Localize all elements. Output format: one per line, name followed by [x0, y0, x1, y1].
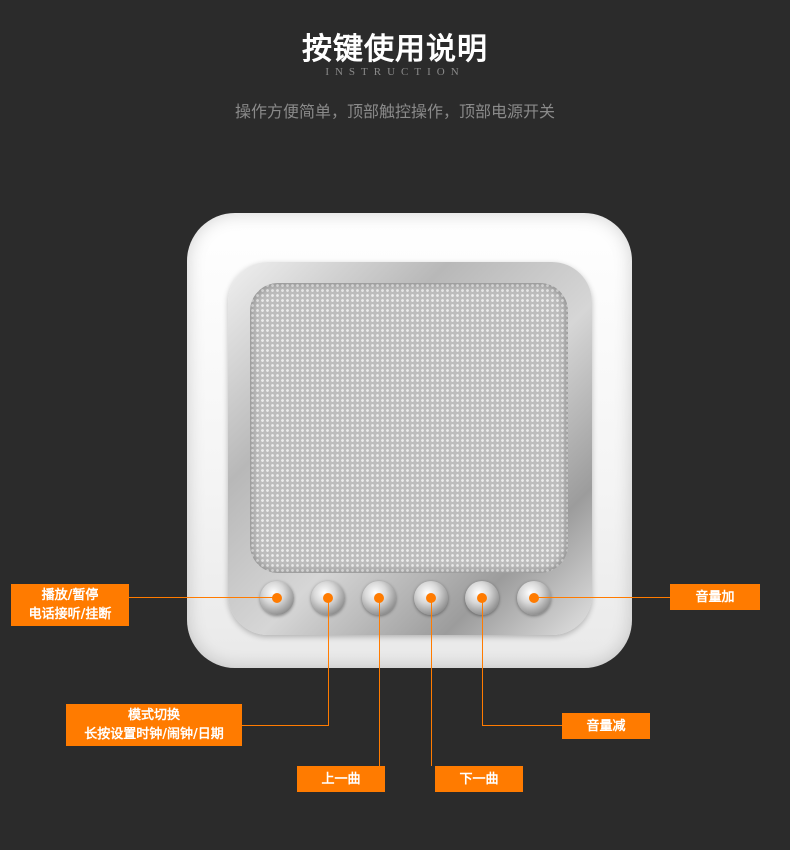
leader-line	[379, 598, 380, 766]
label-volume-down: 音量减	[562, 713, 650, 739]
page-subtitle: INSTRUCTION	[325, 66, 465, 78]
leader-line	[431, 598, 432, 766]
label-text: 上一曲	[321, 771, 361, 787]
label-text: 电话接听/挂断	[28, 607, 112, 622]
label-mode: 模式切换 长按设置时钟/闹钟/日期	[66, 704, 242, 746]
marker-dot	[529, 593, 539, 603]
label-text: 长按设置时钟/闹钟/日期	[84, 727, 224, 742]
page-title: 按键使用说明	[302, 32, 488, 67]
leader-line	[482, 598, 483, 726]
label-play-pause: 播放/暂停 电话接听/挂断	[11, 584, 129, 626]
leader-line	[534, 597, 670, 598]
label-text: 播放/暂停	[41, 588, 99, 603]
marker-dot	[272, 593, 282, 603]
leader-line	[128, 597, 277, 598]
label-volume-up: 音量加	[670, 584, 760, 610]
label-text: 模式切换	[127, 708, 180, 723]
label-text: 下一曲	[459, 771, 499, 787]
leader-line	[242, 725, 329, 726]
label-text: 音量减	[586, 718, 626, 734]
leader-line	[482, 725, 562, 726]
leader-line	[328, 598, 329, 726]
label-prev: 上一曲	[297, 766, 385, 792]
label-text: 音量加	[695, 589, 735, 605]
page-description: 操作方便简单，顶部触控操作，顶部电源开关	[234, 102, 555, 121]
speaker-grille	[250, 283, 568, 573]
label-next: 下一曲	[435, 766, 523, 792]
